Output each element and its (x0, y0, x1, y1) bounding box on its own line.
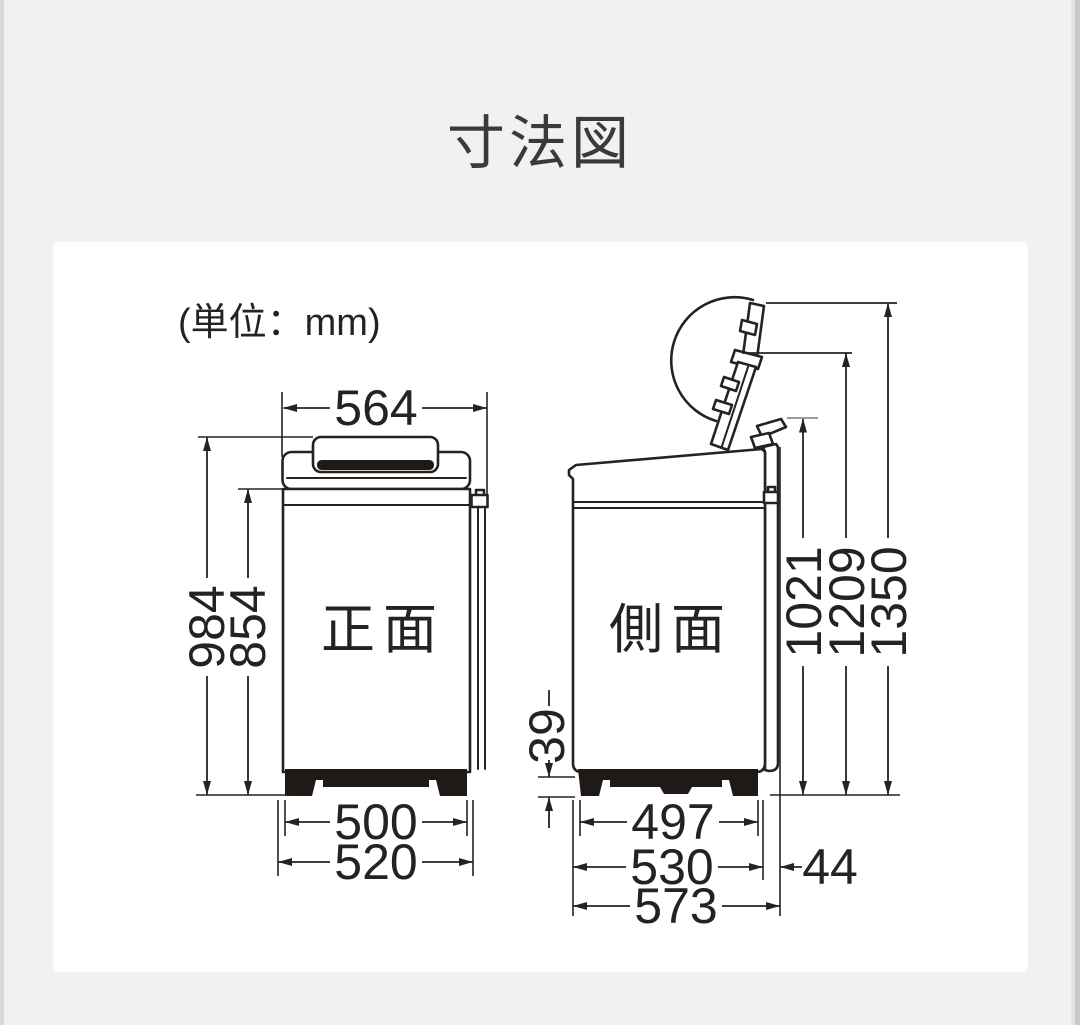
lid-upper-tab (738, 318, 759, 337)
front-handle-groove (317, 460, 434, 470)
dim-side-open-hinge: 1021 (776, 546, 832, 657)
dim-front-height-body: 854 (220, 585, 276, 668)
side-back-panel (761, 442, 780, 773)
lid-swing-arc (669, 295, 755, 423)
lid-hinge-base (749, 431, 775, 450)
dim-side-depth-feet: 497 (631, 794, 714, 850)
front-view-label: 正面 (321, 600, 445, 660)
right-edge-shadow (1071, 0, 1080, 1025)
lid-clip-1 (719, 375, 741, 393)
left-edge-shadow (0, 0, 4, 1025)
dim-side-open-mid: 1209 (819, 546, 875, 657)
lid-fold-joint (729, 348, 764, 371)
front-view: 564 正面 984 854 500 (179, 380, 489, 890)
lid-lower-segment (709, 360, 758, 452)
dim-front-width-base: 520 (334, 834, 417, 890)
side-view: 側面 1021 1209 1350 (519, 295, 917, 934)
dim-front-width-top: 564 (334, 380, 417, 436)
side-valve-fitting (762, 490, 780, 505)
side-base-feet (578, 769, 758, 796)
lid-clip-2 (711, 398, 734, 416)
lid-hinge-arm (755, 417, 788, 439)
dim-side-depth-body: 530 (630, 839, 713, 895)
front-valve-fitting (470, 493, 489, 509)
dim-front-height-total: 984 (179, 585, 235, 668)
dim-front-width-feet: 500 (334, 794, 417, 850)
front-base-feet (285, 769, 467, 796)
open-lid-artwork (669, 295, 788, 452)
dim-side-open-max: 1350 (861, 546, 917, 657)
dim-side-rear-gap: 44 (802, 839, 858, 895)
unit-label: (単位：mm) (178, 302, 381, 344)
dim-side-depth-total: 573 (634, 878, 717, 934)
dim-side-leg-height: 39 (519, 708, 575, 764)
diagram-card (53, 242, 1028, 972)
page-title: 寸法図 (446, 111, 633, 176)
side-view-label: 側面 (609, 600, 733, 660)
